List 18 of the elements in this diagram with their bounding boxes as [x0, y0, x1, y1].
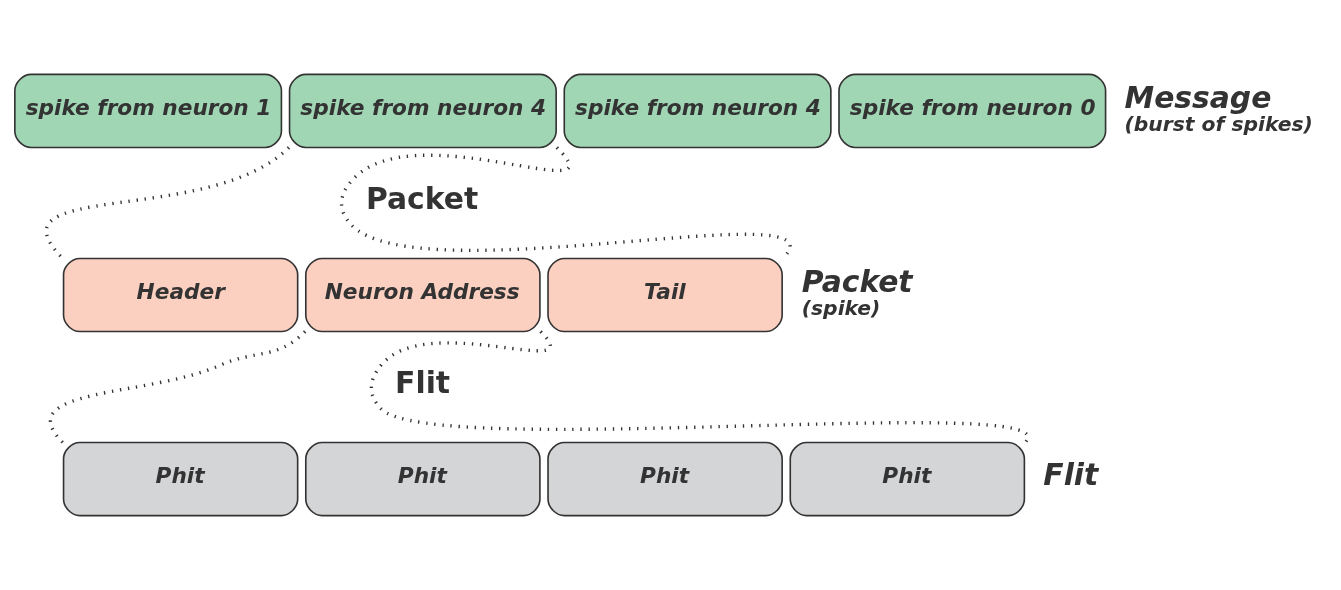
node-box: spike from neuron 4: [288, 73, 557, 149]
node-box: Phit: [305, 441, 541, 517]
node-box: spike from neuron 1: [14, 73, 283, 149]
label: Message: [1124, 80, 1272, 116]
node-box: Tail: [547, 257, 783, 333]
node-box: spike from neuron 0: [838, 73, 1107, 149]
label: Flit: [1043, 457, 1099, 493]
connector: [49, 330, 307, 444]
connector: [45, 146, 290, 260]
label: Packet: [366, 181, 479, 217]
node-box: Header: [62, 257, 299, 333]
label: Flit: [395, 365, 451, 401]
node-box: spike from neuron 4: [563, 73, 832, 149]
node-box: Phit: [62, 441, 299, 517]
node-box: Neuron Address: [305, 257, 541, 333]
node-box: Phit: [789, 441, 1026, 517]
node-box: Phit: [547, 441, 783, 517]
connector: [369, 330, 1027, 443]
